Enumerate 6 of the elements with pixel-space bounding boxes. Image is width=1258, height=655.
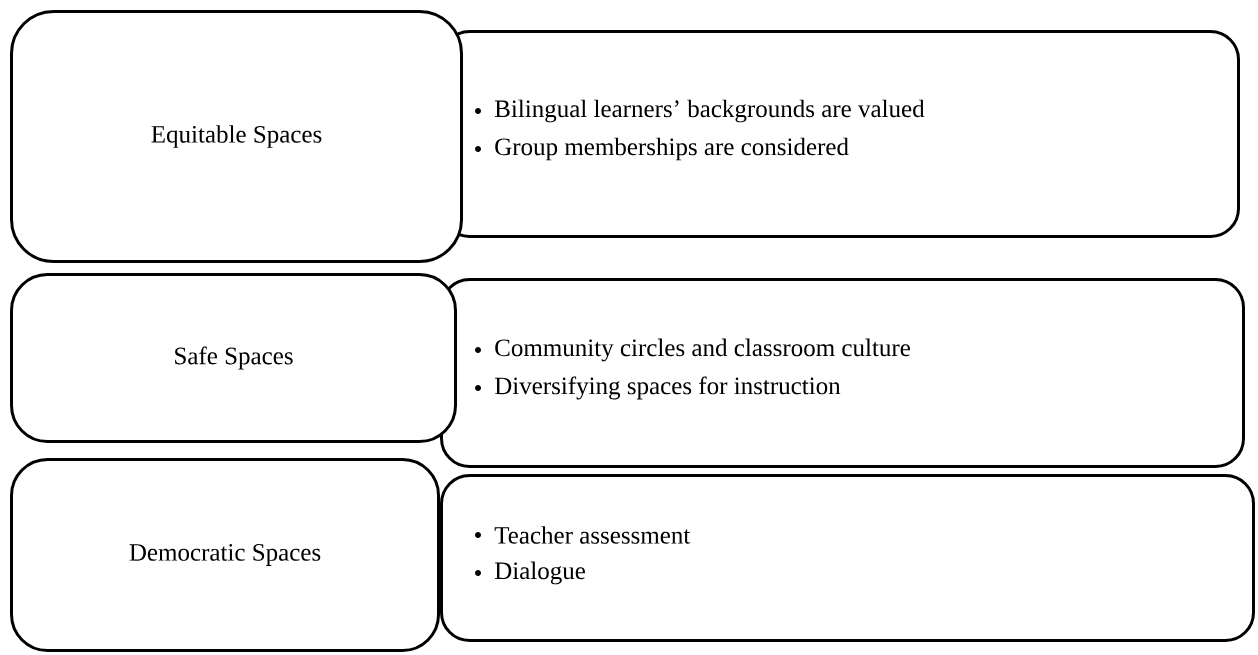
bullet-list-box: Bilingual learners’ backgrounds are valued Group memberships are considered: [440, 30, 1240, 238]
label-box: Safe Spaces: [10, 273, 457, 443]
label-box: Equitable Spaces: [10, 10, 463, 263]
label-box: Democratic Spaces: [10, 458, 440, 652]
bullet-list-box: Teacher assessment Dialogue: [440, 474, 1255, 642]
bullet-list-box: Community circles and classroom culture Diversifying spaces for instruction: [440, 278, 1245, 468]
